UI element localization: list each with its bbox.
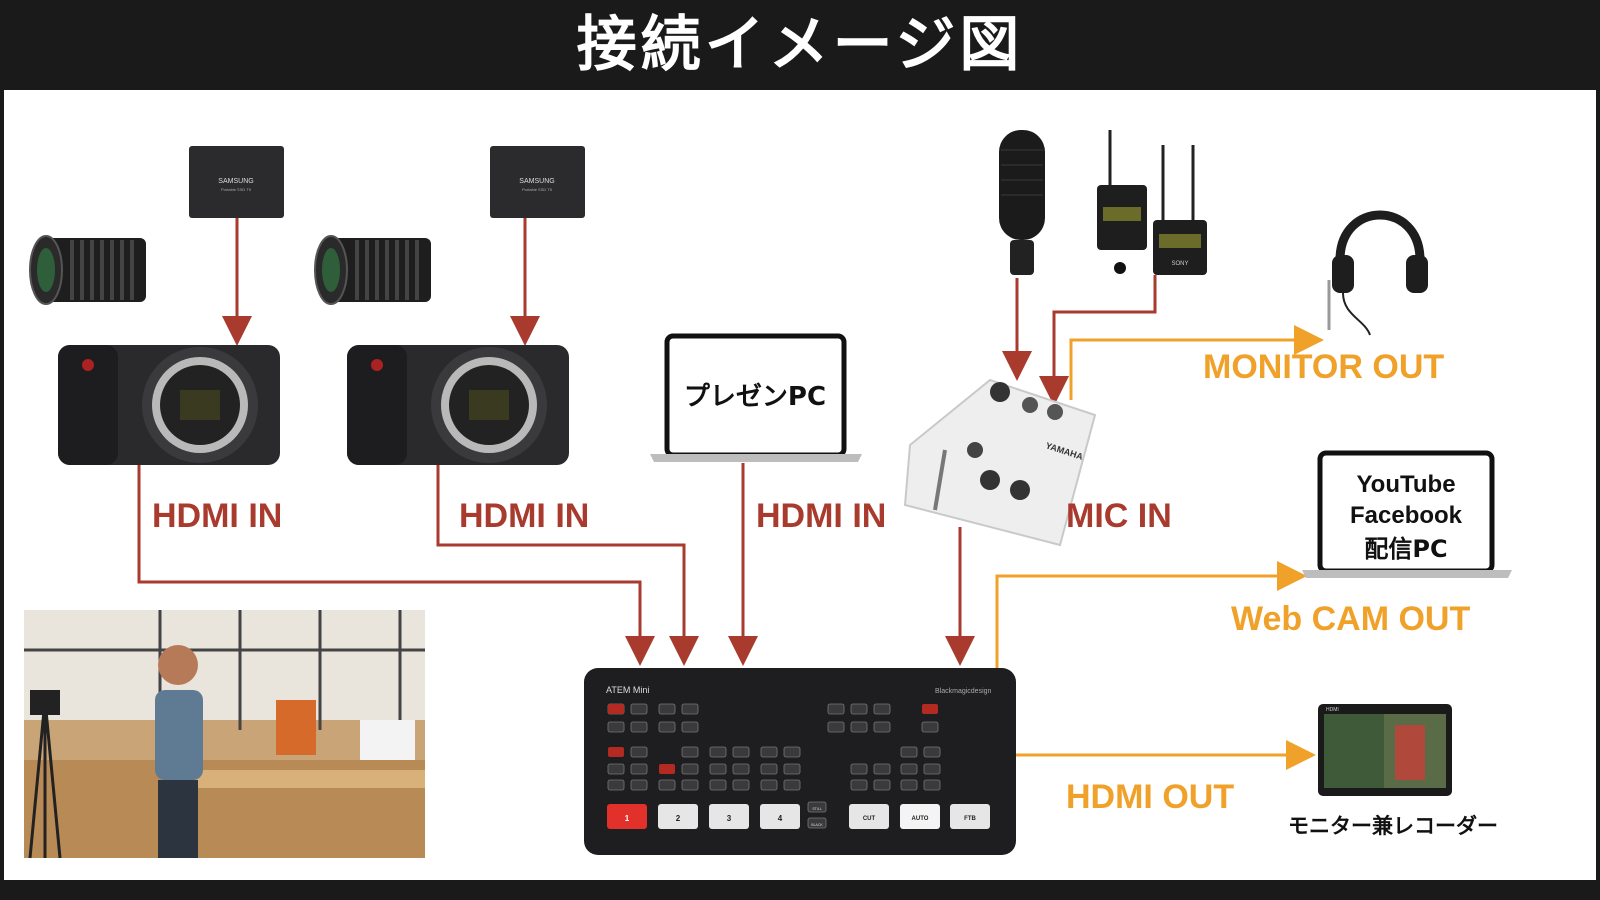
svg-text:1: 1 <box>625 814 630 823</box>
atem-button-4 <box>760 804 800 829</box>
svg-text:FTB: FTB <box>964 816 976 822</box>
atem-name: ATEM Mini <box>606 685 649 695</box>
ssd-1-brand: SAMSUNG <box>218 178 253 185</box>
ssd-2-model: Portable SSD T5 <box>522 187 553 192</box>
presen-pc-label: プレゼンPC <box>684 382 826 412</box>
wireless-brand: SONY <box>1171 261 1188 267</box>
mic-in-label: MIC IN <box>1066 497 1172 535</box>
ssd-1-model: Portable SSD T5 <box>221 187 252 192</box>
svg-text:2: 2 <box>676 814 681 823</box>
camera-1-icon <box>58 345 280 465</box>
atem-cut-button <box>849 804 889 829</box>
monitor-recorder-icon: HDMI <box>1318 704 1452 796</box>
svg-text:4: 4 <box>778 814 783 823</box>
stream-pc-line1: YouTube <box>1356 471 1455 498</box>
monitor-recorder-label: モニター兼レコーダー <box>1288 814 1498 838</box>
wireless-to-mixer-line <box>1039 275 1157 406</box>
input-lines <box>137 218 1157 666</box>
camera-2-icon <box>347 345 569 465</box>
hdmi-in-1-label: HDMI IN <box>152 497 283 535</box>
atem-button-1 <box>607 804 647 829</box>
atem-button-3 <box>709 804 749 829</box>
hdmi-in-3-label: HDMI IN <box>756 497 887 535</box>
headphones-icon <box>1327 210 1428 336</box>
hdmi-out-label: HDMI OUT <box>1066 778 1235 816</box>
svg-text:BLACK: BLACK <box>811 823 823 827</box>
atem-brand: Blackmagicdesign <box>935 688 992 695</box>
monitor-out-line <box>1069 325 1324 400</box>
svg-text:AUTO: AUTO <box>912 816 929 822</box>
page-title: 接続イメージ図 <box>576 10 1024 80</box>
stream-pc-line2: Facebook <box>1350 502 1463 529</box>
svg-text:CUT: CUT <box>863 816 876 822</box>
yamaha-mixer-icon: YAMAHA <box>903 378 1097 547</box>
webcam-out-line <box>995 561 1307 668</box>
monitor-tag: HDMI <box>1326 707 1339 713</box>
wireless-mic-icon: SONY <box>1097 130 1207 275</box>
microphone-icon <box>999 130 1045 275</box>
ssd-2: SAMSUNG Portable SSD T5 <box>490 146 585 218</box>
svg-text:3: 3 <box>727 814 732 823</box>
camera1-to-atem-line <box>137 465 655 666</box>
hdmi-in-2-label: HDMI IN <box>459 497 590 535</box>
bottom-bar <box>0 880 1600 900</box>
camera2-to-atem-line <box>436 465 699 666</box>
ssd-1: SAMSUNG Portable SSD T5 <box>189 146 284 218</box>
title-bar <box>0 0 1600 90</box>
studio-photo <box>24 610 425 859</box>
lens-2-icon <box>314 235 431 305</box>
webcam-out-label: Web CAM OUT <box>1231 600 1471 638</box>
svg-text:STILL: STILL <box>812 807 821 811</box>
atem-button-2 <box>658 804 698 829</box>
atem-ftb-button <box>950 804 990 829</box>
atem-mini-switcher: ATEM Mini Blackmagicdesign <box>584 668 1016 855</box>
atem-auto-button <box>900 804 940 829</box>
output-lines <box>995 325 1324 770</box>
ssd-2-brand: SAMSUNG <box>519 178 554 185</box>
lens-1-icon <box>29 235 146 305</box>
presen-pc-laptop-icon: プレゼンPC <box>650 333 862 462</box>
monitor-out-label: MONITOR OUT <box>1203 348 1445 386</box>
streaming-pc-laptop-icon: YouTube Facebook 配信PC <box>1302 450 1512 578</box>
stream-pc-line3: 配信PC <box>1364 535 1447 563</box>
